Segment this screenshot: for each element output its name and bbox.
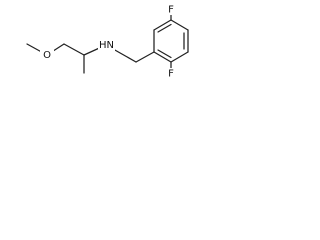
o-label-background	[40, 49, 54, 61]
atom-label-layer: F F HN O	[40, 4, 176, 80]
f-top-label: F	[168, 5, 174, 16]
f-bottom-label-background	[166, 68, 176, 79]
f-top-label-background	[166, 4, 176, 15]
nh-label: HN	[99, 40, 114, 51]
bond-ring-to-ch2	[135, 51, 155, 63]
ring-bond-bottom-right	[170, 51, 189, 63]
bond-ch-to-ch2	[63, 43, 85, 56]
ring-bond-top-left	[153, 19, 172, 31]
ring-bond-top-right	[170, 19, 189, 31]
chemical-structure-canvas: F F HN O	[0, 0, 199, 112]
ring-double-bond-inner-bottom-left	[157, 49, 172, 59]
nh-label-background	[98, 39, 115, 51]
o-label: O	[43, 50, 51, 61]
f-bottom-label: F	[168, 69, 174, 80]
ring-bond-bottom-left	[153, 51, 172, 63]
ring-double-bond-inner-top	[157, 23, 172, 33]
chemical-structure-diagram: F F HN O	[26, 4, 189, 80]
